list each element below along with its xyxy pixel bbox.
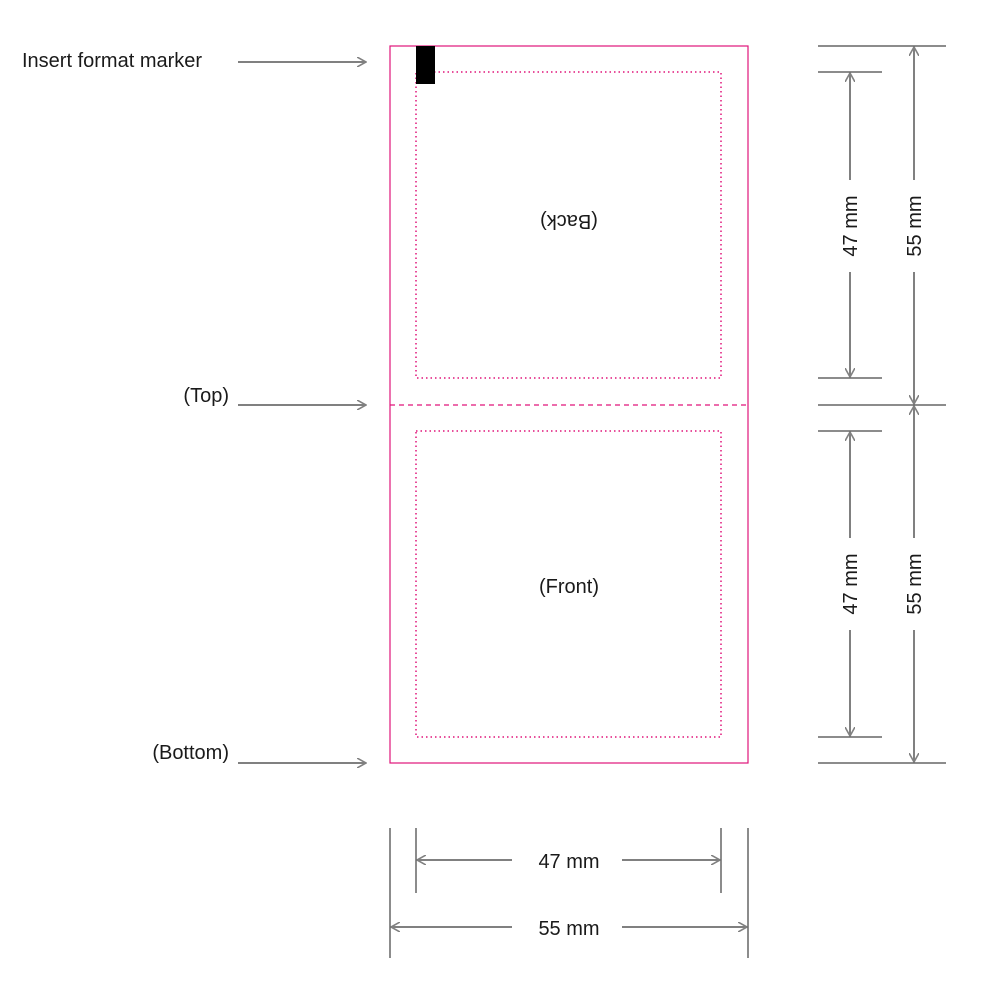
insert-format-marker bbox=[416, 46, 435, 84]
top-label: (Top) bbox=[183, 385, 229, 407]
outer-height-top-value: 55 mm bbox=[904, 195, 926, 256]
back-label: (Back) bbox=[540, 210, 598, 232]
outer-height-bottom-value: 55 mm bbox=[904, 553, 926, 614]
outer-width-value: 55 mm bbox=[538, 918, 599, 940]
front-label: (Front) bbox=[539, 576, 599, 598]
inner-height-bottom-value: 47 mm bbox=[840, 553, 862, 614]
card-outline bbox=[389, 45, 749, 764]
bottom-label: (Bottom) bbox=[152, 742, 229, 764]
inner-height-top-value: 47 mm bbox=[840, 195, 862, 256]
inner-width-value: 47 mm bbox=[538, 851, 599, 873]
insert-format-marker-label: Insert format marker bbox=[22, 50, 202, 72]
